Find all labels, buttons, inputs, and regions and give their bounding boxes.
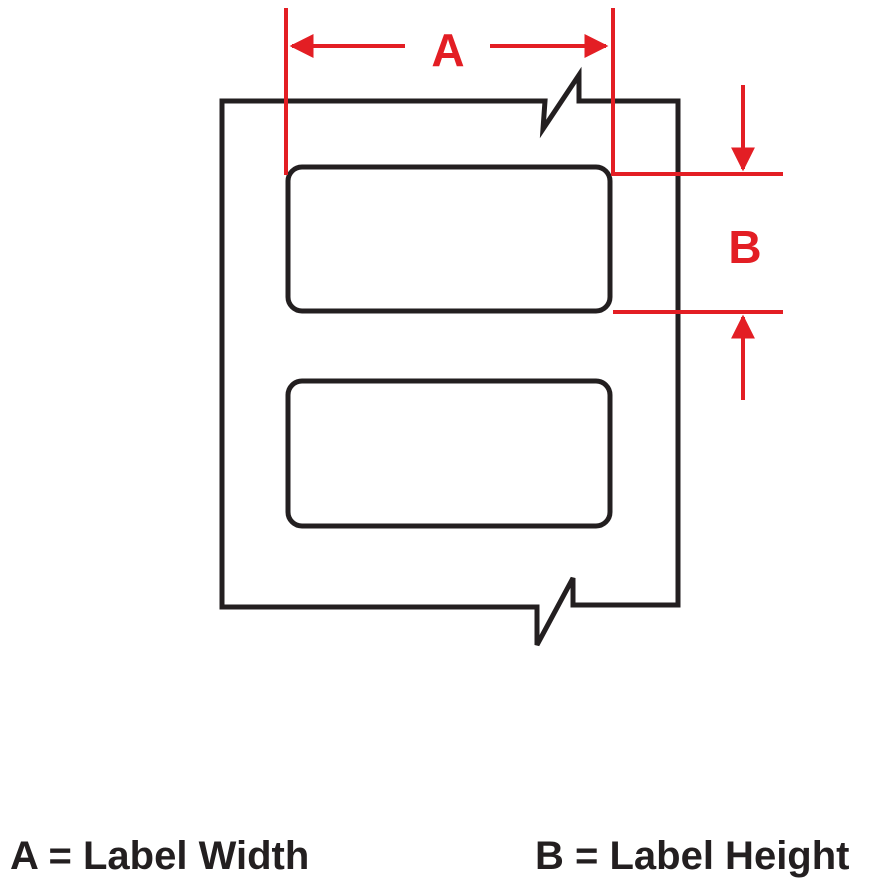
caption-label-height: B = Label Height — [535, 834, 850, 878]
label-2 — [285, 378, 613, 529]
label-1 — [285, 164, 613, 314]
dimension-b-letter: B — [728, 221, 761, 273]
caption-label-width: A = Label Width — [10, 834, 310, 878]
liner-sheet-outline — [219, 66, 681, 647]
dimension-a-letter: A — [431, 24, 464, 76]
